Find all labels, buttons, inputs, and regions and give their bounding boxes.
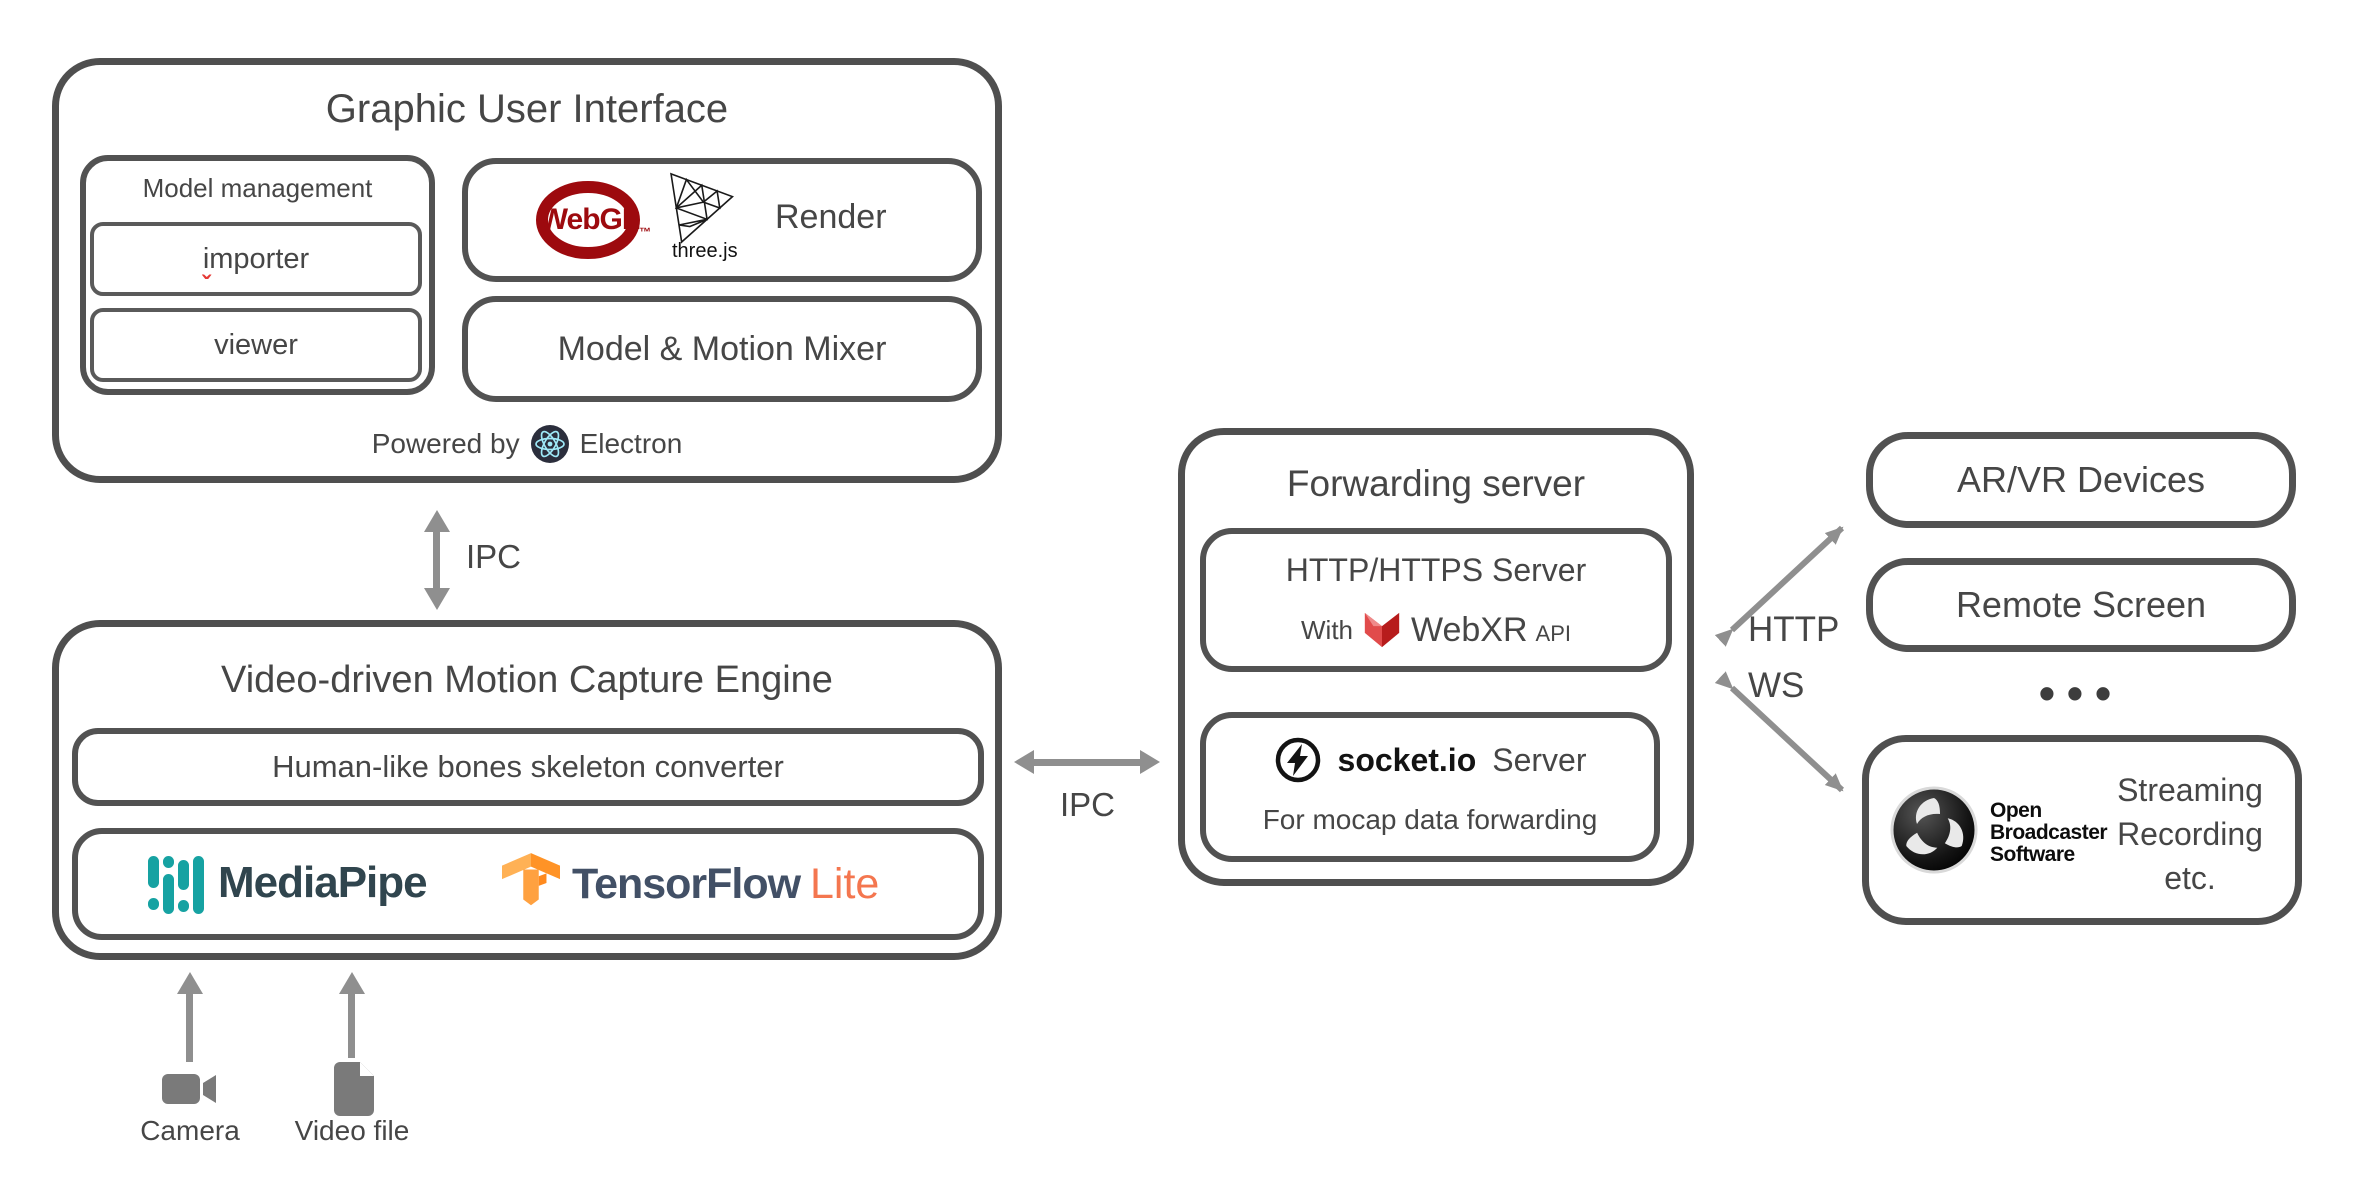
arvr-devices-label: AR/VR Devices [1956,459,2206,500]
viewer-box: viewer [90,308,422,382]
camera-arrow [177,972,203,1064]
ipc-vertical-label: IPC [466,538,522,575]
video-file-icon [334,1062,374,1116]
ipc-vertical-arrow [424,510,450,610]
spellcheck-mark: ˇ [202,270,211,300]
webxr-api-label: API [1535,621,1571,646]
camera-label: Camera [140,1115,240,1146]
socketio-box: socket.io Server For mocap data forwardi… [1200,712,1660,862]
camera-icon [162,1074,216,1104]
webgl-logo-icon [536,181,640,259]
http-server-box: HTTP/HTTPS Server With WebXR API [1200,528,1672,672]
streaming-label: Streaming [2117,772,2263,808]
webxr-icon [1364,612,1400,648]
threejs-logo-text: three.js [672,240,738,262]
with-label: With [1301,614,1353,645]
remote-screen-box: Remote Screen [1866,558,2296,652]
obs-wordmark-line2: Broadcaster [1990,821,2108,844]
electron-icon [530,425,569,463]
ws-label: WS [1748,666,1805,705]
webgl-tm: ™ [639,225,651,239]
threejs-logo-icon [670,172,734,244]
ipc-horizontal-label: IPC [1060,786,1116,823]
video-file-label: Video file [294,1115,410,1146]
mediapipe-icon [148,856,204,914]
viewer-label: viewer [214,328,298,361]
render-label: Render [775,198,887,236]
tensorflow-label: TensorFlow [572,860,801,908]
electron-label: Electron [579,428,683,459]
socketio-icon [1275,737,1320,783]
webxr-row: With WebXR API [1206,606,1666,654]
http-ws-arrow-lower [1714,671,1845,793]
tensorflow-lite-label: Lite [810,860,880,908]
obs-wordmark: Open Broadcaster Software [1990,799,2108,866]
model-management-label: Model management [142,173,373,203]
tensorflow-icon [502,853,560,906]
socketio-row: socket.io Server [1206,732,1654,788]
mixer-label: Model & Motion Mixer [557,329,887,368]
mediapipe-label: MediaPipe [218,858,428,907]
engine-libs-box [72,828,984,940]
socketio-desc: For mocap data forwarding [1262,804,1598,835]
remote-screen-label: Remote Screen [1955,584,2207,625]
forwarding-server-title: Forwarding server [1286,463,1586,504]
skeleton-converter-box: Human-like bones skeleton converter [72,728,984,806]
mixer-box: Model & Motion Mixer [462,296,982,402]
skeleton-converter-label: Human-like bones skeleton converter [272,749,784,784]
socketio-server-label: Server [1492,741,1587,778]
webxr-label: WebXR [1411,610,1528,649]
obs-icon [1890,786,1978,874]
http-ws-arrow-upper [1714,525,1845,647]
powered-by-row: Powered by Electron [52,422,1002,466]
ellipsis-dots: ••• [2038,667,2124,719]
recording-label: Recording [2117,816,2263,852]
importer-label: importer [202,242,310,275]
engine-title: Video-driven Motion Capture Engine [221,659,833,701]
arvr-devices-box: AR/VR Devices [1866,432,2296,528]
gui-title: Graphic User Interface [325,87,729,131]
video-file-arrow [339,972,365,1060]
http-label: HTTP [1748,610,1840,649]
obs-wordmark-line1: Open [1990,799,2042,822]
obs-uses-text: Streaming Recording etc. [2100,768,2280,900]
http-server-label: HTTP/HTTPS Server [1285,552,1587,588]
obs-wordmark-line3: Software [1990,843,2075,866]
importer-box: importer [90,222,422,296]
ipc-horizontal-arrow [1014,750,1160,774]
powered-by-label: Powered by [371,428,520,459]
socketio-label: socket.io [1337,741,1477,778]
etc-label: etc. [2164,860,2216,896]
webgl-logo-text: WebGL™ [539,203,651,239]
